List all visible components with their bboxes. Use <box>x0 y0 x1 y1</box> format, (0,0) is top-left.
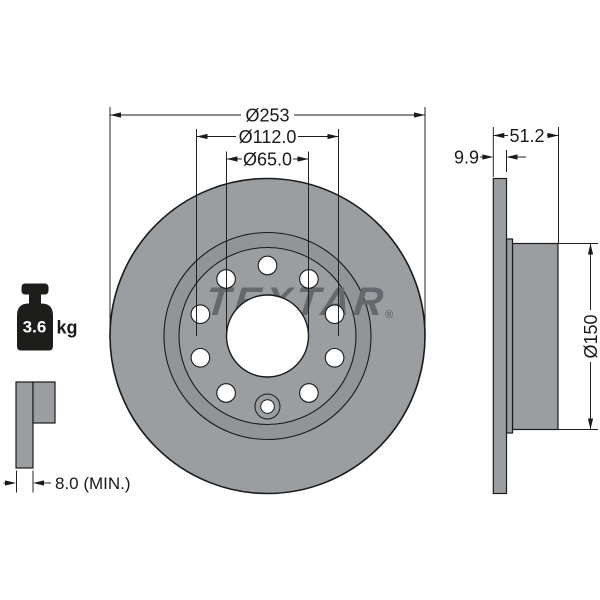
bolt-hole <box>190 347 211 368</box>
dim-bolt-circle-diameter: Ø112.0 <box>196 127 339 336</box>
locating-hole-bore <box>260 399 275 414</box>
outer-diameter-label: Ø253 <box>245 106 289 126</box>
wear-limit-plate-section <box>15 381 34 469</box>
weight-block: 3.6 kg <box>17 283 78 351</box>
weight-value: 3.6 <box>23 318 47 337</box>
bolt-hole <box>324 347 345 368</box>
hat-diameter-label: Ø150 <box>581 314 600 358</box>
dim-center-bore-diameter: Ø65.0 <box>226 150 309 336</box>
bolt-hole <box>216 383 236 403</box>
dim-overall-width: 51.2 <box>492 126 559 244</box>
side-view-step <box>505 238 514 434</box>
bolt-hole <box>190 304 211 325</box>
disc-front-view: TEXTAR ® <box>109 177 426 495</box>
weight-icon <box>17 283 53 351</box>
disc-side-view <box>492 177 559 495</box>
dim-hat-diameter: Ø150 <box>558 243 600 430</box>
dim-outer-diameter: Ø253 <box>109 106 426 336</box>
bolt-hole <box>324 304 345 325</box>
min-thickness-label: 8.0 (MIN.) <box>55 474 131 493</box>
bolt-hole <box>299 383 319 403</box>
dim-disc-thickness: 9.9 <box>454 148 526 172</box>
side-view-hat <box>511 242 559 431</box>
weight-unit: kg <box>57 318 78 338</box>
center-bore-diameter-label: Ø65.0 <box>243 150 292 170</box>
wear-limit-hub-section <box>32 381 56 424</box>
wear-limit-sketch: 8.0 (MIN.) <box>3 381 131 493</box>
bolt-circle-diameter-label: Ø112.0 <box>239 127 297 147</box>
locating-hole <box>254 393 281 420</box>
disc-thickness-label: 9.9 <box>454 148 479 168</box>
bolt-hole <box>257 255 278 276</box>
side-view-friction-plate <box>492 177 508 495</box>
bolt-holes <box>190 255 345 403</box>
overall-width-label: 51.2 <box>509 126 544 146</box>
registered-trademark-icon: ® <box>385 309 393 321</box>
center-bore <box>225 294 310 378</box>
